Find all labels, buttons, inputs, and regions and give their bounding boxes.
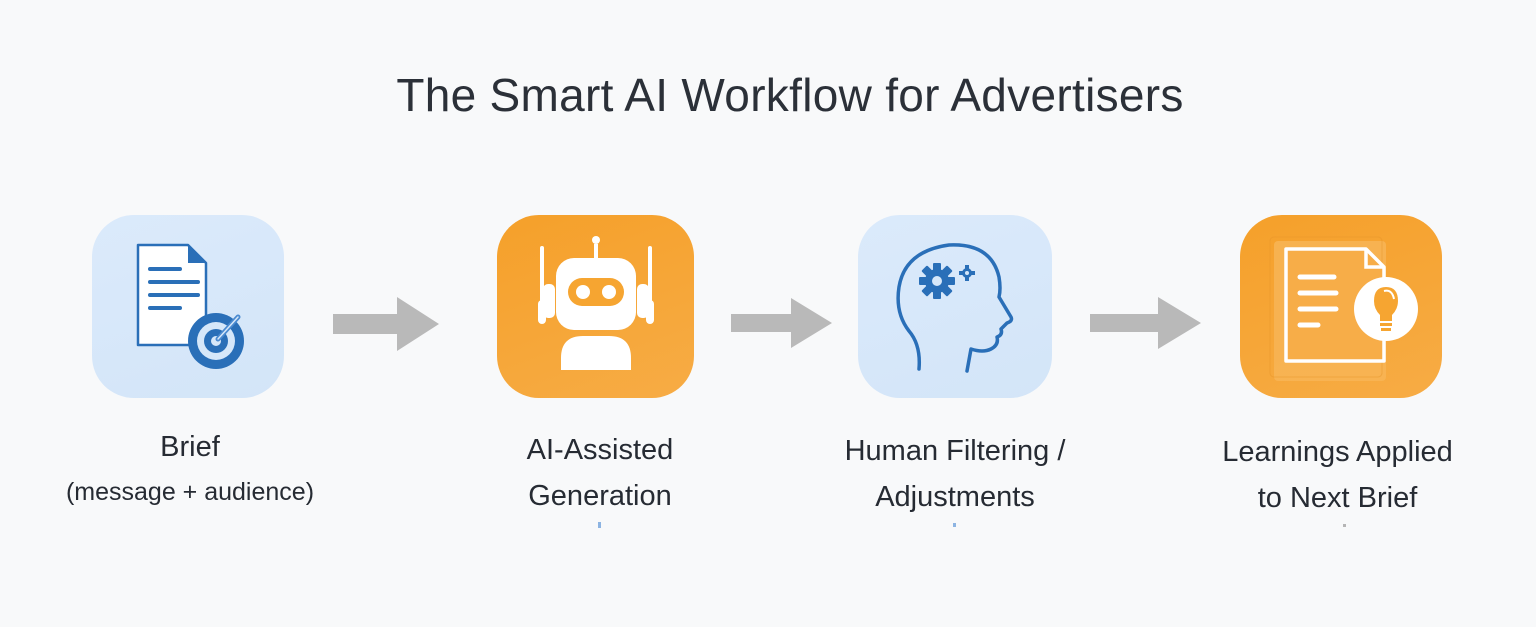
step-brief-title: Brief (160, 431, 220, 463)
arrow-right-icon (333, 297, 439, 351)
step-human-filtering-line2: Adjustments (875, 481, 1035, 513)
step-learnings-line2: to Next Brief (1257, 482, 1418, 514)
step-ai-generation-label: AI-Assisted Generation (460, 427, 740, 519)
diagram-title: The Smart AI Workflow for Advertisers (396, 69, 1184, 121)
document-lightbulb-icon (1269, 236, 1418, 381)
step-learnings-tile (1240, 215, 1442, 398)
step-learnings-line1: Learnings Applied (1222, 436, 1453, 468)
step-human-filtering-label: Human Filtering / Adjustments (800, 428, 1110, 520)
marker-dot (1343, 524, 1346, 527)
arrow-right-icon (1090, 297, 1201, 349)
head-gears-icon (896, 242, 1014, 373)
marker-dot (598, 522, 601, 528)
robot-icon (537, 235, 654, 370)
step-ai-generation-line1: AI-Assisted (526, 434, 674, 466)
step-human-filtering-tile (858, 215, 1052, 398)
step-ai-generation-line2: Generation (528, 480, 672, 512)
step-ai-generation-tile (497, 215, 694, 398)
step-brief-subtitle: (message + audience) (65, 478, 315, 506)
document-target-icon (136, 243, 244, 369)
arrow-right-icon (731, 298, 832, 348)
step-learnings-label: Learnings Applied to Next Brief (1180, 429, 1495, 521)
step-brief-tile (92, 215, 284, 398)
step-human-filtering-line1: Human Filtering / (844, 435, 1066, 467)
marker-dot (953, 523, 956, 527)
step-brief-label: Brief (message + audience) (30, 424, 350, 514)
